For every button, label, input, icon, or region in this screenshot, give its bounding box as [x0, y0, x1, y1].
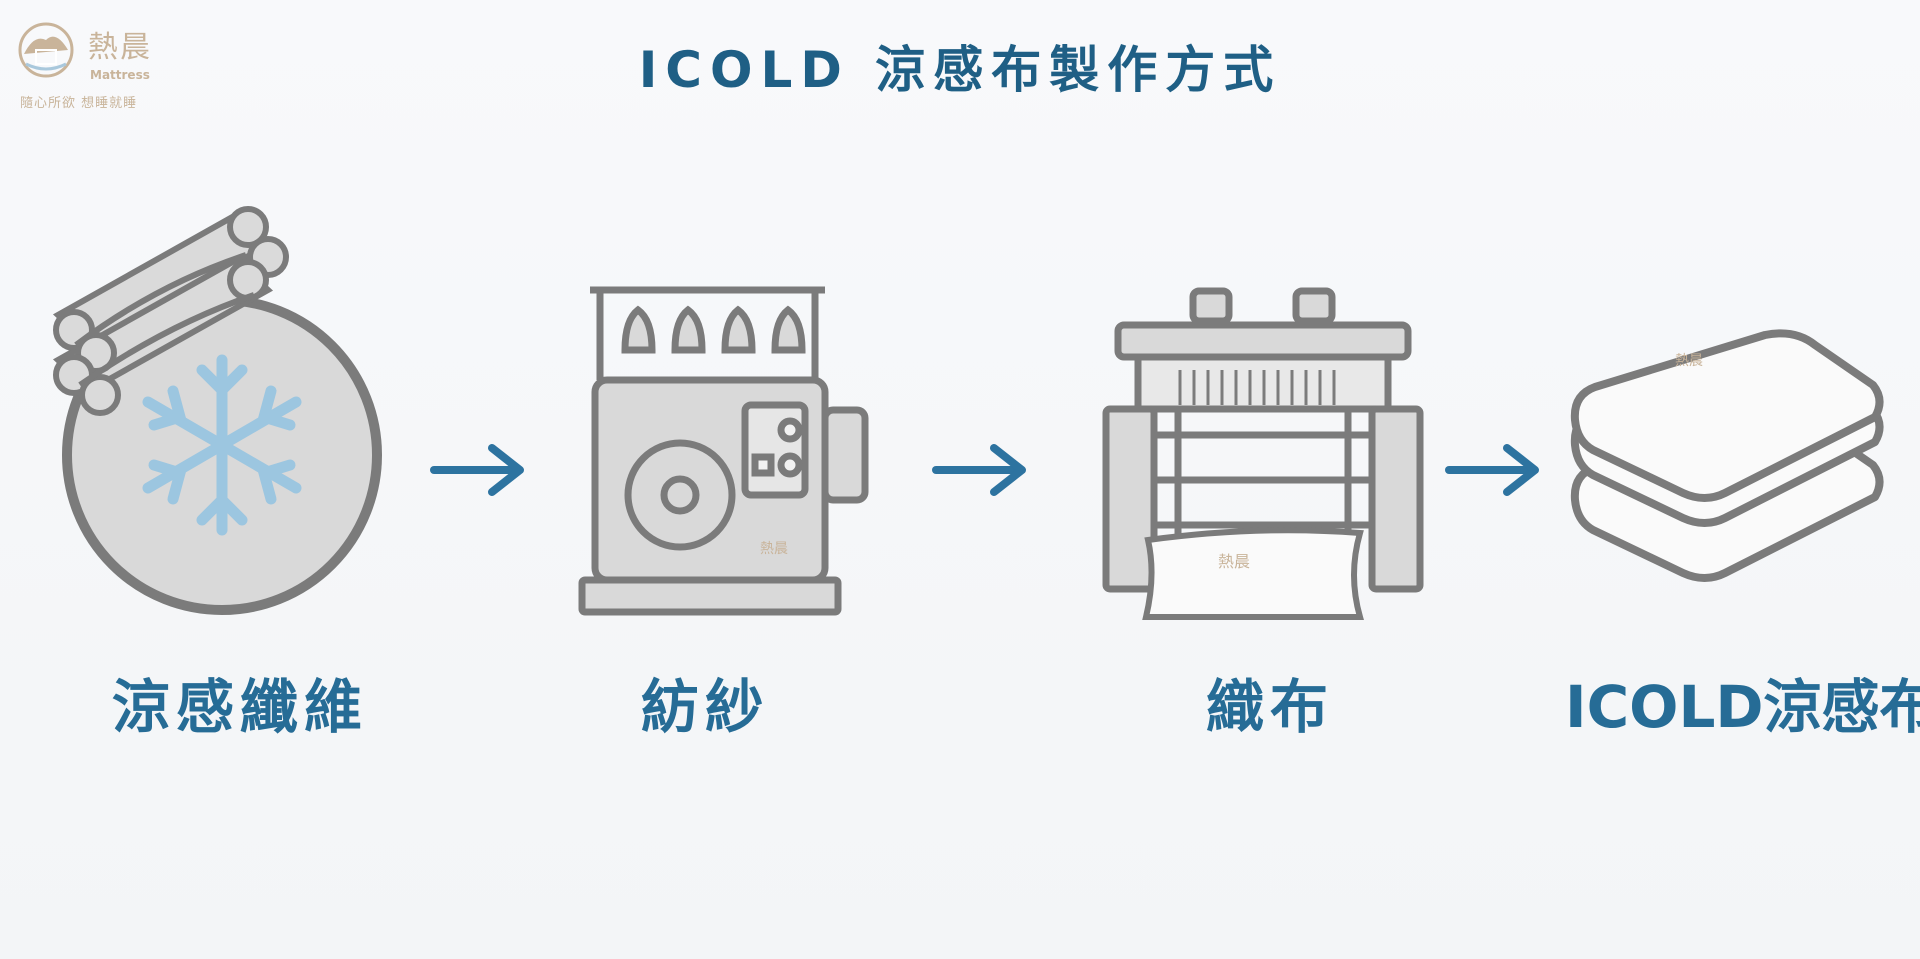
spinning-machine-icon: 熱晨 [578, 286, 869, 616]
snowflake-icon [142, 354, 302, 536]
machine-watermark: 熱晨 [760, 541, 788, 557]
step-label-weaving: 織布 [1205, 673, 1334, 741]
folded-fabric-icon: 熱晨 [1570, 329, 1884, 582]
logo-chinese-name: 熱晨 [88, 30, 152, 65]
step-label-icold-fabric: ICOLD涼感布 [1565, 673, 1920, 741]
logo-slogan: 隨心所欲 想睡就睡 [20, 96, 138, 111]
brand-logo: 熱晨 Mattress 隨心所欲 想睡就睡 [16, 20, 166, 120]
weaving-loom-icon: 熱晨 [1102, 287, 1424, 620]
fiber-bundle [52, 206, 289, 416]
woven-fabric-sheet [1142, 527, 1364, 620]
fabric-watermark: 熱晨 [1218, 552, 1250, 571]
logo-english-name: Mattress [90, 68, 150, 82]
arrow-right-icon [430, 444, 524, 496]
cool-fiber-icon [52, 206, 382, 615]
page-title: ICOLD 涼感布製作方式 [638, 41, 1282, 99]
logo-mark-icon [18, 22, 74, 78]
arrow-right-icon [1445, 444, 1539, 496]
towel-watermark: 熱晨 [1675, 353, 1703, 369]
step-label-cool-fiber: 涼感纖維 [111, 673, 368, 741]
arrow-right-icon [932, 444, 1026, 496]
step-label-spinning: 紡紗 [640, 673, 769, 741]
